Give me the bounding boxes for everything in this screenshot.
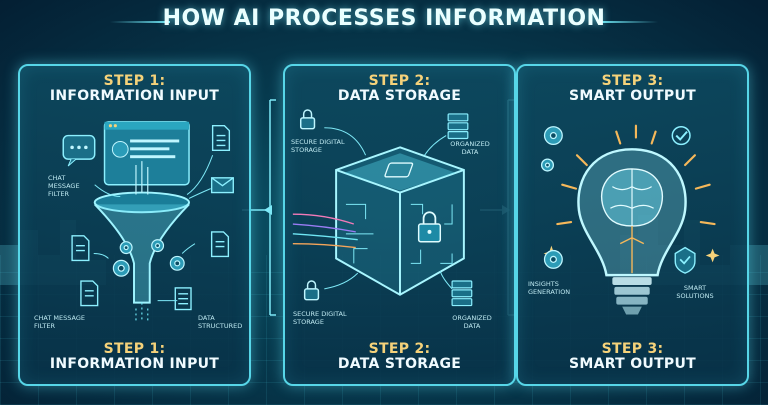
panel-2-header: STEP 2: DATA STORAGE [285, 73, 514, 105]
label-organized-data: ORGANIZED DATA [450, 140, 490, 156]
panel-2-footer: STEP 2: DATA STORAGE [285, 341, 514, 373]
label-chat-message-filter: CHAT MESSAGE FILTER [48, 174, 80, 198]
label-chat-message-filter-2: CHAT MESSAGE FILTER [34, 314, 85, 330]
step-name: INFORMATION INPUT [49, 356, 220, 373]
funnel-icon [93, 161, 191, 323]
panel-1-illustration [62, 121, 234, 323]
panel-3-header: STEP 3: SMART OUTPUT [518, 73, 747, 105]
step-name: DATA STORAGE [337, 88, 462, 105]
step-number: STEP 3: [601, 73, 664, 89]
step-name: SMART OUTPUT [568, 356, 697, 373]
list-icon [174, 287, 192, 311]
gear-icon [112, 239, 185, 277]
padlock-icon [299, 109, 320, 301]
title-rule-left [110, 21, 170, 23]
panel-3-illustration [540, 124, 720, 315]
checkmark-icon [671, 125, 696, 274]
step-number: STEP 2: [368, 341, 431, 357]
envelope-icon [210, 177, 234, 194]
step-number: STEP 1: [103, 73, 166, 89]
panel-step-3: STEP 3: SMART OUTPUT [516, 64, 749, 386]
gear-icon [540, 126, 563, 269]
step-name: SMART OUTPUT [568, 88, 697, 105]
panel-step-1: STEP 1: INFORMATION INPUT [18, 64, 251, 386]
label-data-structured: DATA STRUCTURED [198, 314, 243, 330]
label-secure-storage-2: SECURE DIGITAL STORAGE [293, 310, 347, 326]
label-organized-data-2: ORGANIZED DATA [452, 314, 492, 330]
label-secure-storage: SECURE DIGITAL STORAGE [291, 138, 345, 154]
step-name: DATA STORAGE [337, 356, 462, 373]
document-icon [71, 125, 231, 307]
panel-2-illustration [292, 109, 473, 307]
panel-1-footer: STEP 1: INFORMATION INPUT [20, 341, 249, 373]
step-name: INFORMATION INPUT [49, 88, 220, 105]
step-number: STEP 2: [368, 73, 431, 89]
lightbulb-brain-icon [577, 148, 687, 315]
panel-step-2: STEP 2: DATA STORAGE [283, 64, 516, 386]
browser-window-icon [103, 121, 190, 186]
step-number: STEP 3: [601, 341, 664, 357]
panel-3-footer: STEP 3: SMART OUTPUT [518, 341, 747, 373]
label-insights-generation: INSIGHTS GENERATION [528, 280, 571, 296]
label-smart-solutions: SMART SOLUTIONS [676, 284, 714, 300]
chat-bubble-icon [62, 134, 96, 167]
cube-icon [335, 146, 465, 296]
server-stack-icon [447, 113, 473, 307]
panel-1-header: STEP 1: INFORMATION INPUT [20, 73, 249, 105]
page-title: HOW AI PROCESSES INFORMATION [162, 6, 606, 31]
step-number: STEP 1: [103, 341, 166, 357]
